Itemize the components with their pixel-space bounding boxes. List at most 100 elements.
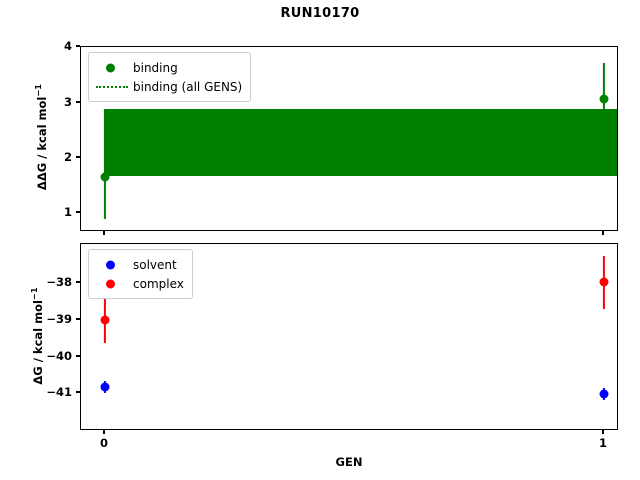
- top-ytick-label-2: 2: [63, 150, 72, 164]
- binding-all-gens-dotted-line: [105, 150, 617, 152]
- page-title: RUN10170: [280, 6, 360, 21]
- bottom-panel-ylabel-exponent: −1: [29, 287, 40, 301]
- binding-all-gens-dotted-line: [105, 164, 617, 167]
- binding-all-gens-dotted-line-icon: [95, 80, 129, 94]
- complex-marker-gen0: [100, 315, 110, 325]
- legend-item-binding[interactable]: binding: [95, 58, 242, 77]
- bottom-ytick-mark-41: [76, 391, 80, 393]
- binding-all-gens-dotted-line: [105, 174, 617, 177]
- legend-label-solvent: solvent: [133, 257, 177, 272]
- binding-all-gens-dotted-line: [105, 153, 617, 156]
- binding-all-gens-dotted-line: [105, 136, 617, 139]
- binding-all-gens-dotted-line: [105, 161, 617, 164]
- top-panel-legend[interactable]: binding binding (all GENS): [88, 52, 252, 102]
- binding-all-gens-dotted-line: [105, 126, 617, 129]
- binding-all-gens-dotted-line: [105, 169, 617, 171]
- solvent-marker-gen0: [100, 382, 110, 392]
- binding-all-gens-dotted-line: [105, 129, 617, 131]
- solvent-dot-icon: [95, 258, 129, 272]
- top-panel-axes: binding binding (all GENS): [80, 46, 618, 231]
- binding-all-gens-dotted-line: [105, 172, 617, 175]
- binding-all-gens-dotted-line: [105, 122, 617, 124]
- top-panel-ylabel: ΔΔG / kcal mol−1: [33, 57, 49, 217]
- binding-all-gens-dotted-line: [105, 144, 617, 147]
- binding-all-gens-dotted-line: [105, 162, 617, 165]
- binding-all-gens-dotted-line: [105, 142, 617, 145]
- binding-all-gens-dotted-line: [105, 151, 617, 154]
- top-ytick-label-3: 3: [63, 95, 72, 109]
- binding-all-gens-dotted-line: [105, 168, 617, 170]
- binding-all-gens-dotted-line: [105, 171, 617, 174]
- bottom-ytick-label-39: −39: [46, 312, 72, 326]
- bottom-xtick-label-0: 0: [99, 436, 109, 450]
- bottom-xtick-label-1: 1: [598, 436, 608, 450]
- legend-item-binding-all-gens[interactable]: binding (all GENS): [95, 77, 242, 96]
- bottom-panel-xlabel: GEN: [335, 455, 363, 469]
- top-xtick-mark-1: [602, 231, 604, 235]
- bottom-ytick-mark-39: [76, 318, 80, 320]
- binding-marker-gen1: [599, 94, 609, 104]
- binding-all-gens-dotted-line: [105, 154, 617, 157]
- complex-dot-icon: [95, 277, 129, 291]
- binding-all-gens-dotted-line: [105, 159, 617, 161]
- binding-all-gens-dotted-line: [105, 148, 617, 150]
- binding-all-gens-dotted-line: [105, 143, 617, 146]
- binding-all-gens-dotted-line: [105, 124, 617, 127]
- binding-all-gens-dotted-line: [105, 127, 617, 130]
- binding-all-gens-dotted-line: [105, 132, 617, 135]
- binding-errorbar-gen0: [103, 109, 107, 219]
- top-ytick-mark-4: [76, 45, 80, 47]
- top-ytick-mark-3: [76, 101, 80, 103]
- complex-marker-gen1: [599, 277, 609, 287]
- binding-all-gens-dotted-line: [105, 167, 617, 169]
- binding-all-gens-dotted-line: [105, 157, 617, 159]
- legend-label-complex: complex: [133, 276, 184, 291]
- binding-all-gens-dotted-line: [105, 117, 617, 120]
- binding-all-gens-dotted-line: [105, 113, 617, 116]
- binding-all-gens-dotted-line: [105, 119, 617, 121]
- binding-all-gens-dotted-line: [105, 123, 617, 126]
- binding-all-gens-dotted-line: [105, 120, 617, 122]
- bottom-xtick-mark-0: [103, 430, 105, 434]
- solvent-marker-gen1: [599, 389, 609, 399]
- binding-all-gens-dotted-line: [105, 170, 617, 172]
- bottom-panel-legend[interactable]: solvent complex: [88, 249, 193, 299]
- binding-all-gens-dotted-line: [105, 134, 617, 137]
- legend-label-binding-all-gens: binding (all GENS): [133, 79, 243, 94]
- bottom-ytick-mark-38: [76, 281, 80, 283]
- binding-all-gens-dotted-line: [105, 140, 617, 142]
- binding-all-gens-dotted-line: [105, 109, 617, 111]
- top-panel-ylabel-base: ΔΔG / kcal mol: [35, 96, 49, 191]
- binding-all-gens-dotted-line: [105, 165, 617, 168]
- binding-all-gens-dotted-line: [105, 111, 617, 113]
- binding-all-gens-dotted-line: [105, 135, 617, 138]
- legend-label-binding: binding: [133, 60, 178, 75]
- legend-item-complex[interactable]: complex: [95, 274, 184, 293]
- legend-item-solvent[interactable]: solvent: [95, 255, 184, 274]
- binding-all-gens-dotted-line: [105, 152, 617, 155]
- binding-all-gens-dotted-line: [105, 121, 617, 123]
- bottom-xtick-mark-1: [602, 430, 604, 434]
- top-ytick-mark-1: [76, 211, 80, 213]
- bottom-ytick-label-41: −41: [46, 385, 72, 399]
- binding-all-gens-dotted-line: [105, 155, 617, 158]
- binding-all-gens-dotted-line: [105, 116, 617, 119]
- top-ytick-mark-2: [76, 156, 80, 158]
- binding-marker-gen0: [100, 172, 110, 182]
- binding-all-gens-dotted-line: [105, 110, 617, 112]
- binding-all-gens-dotted-line: [105, 130, 617, 132]
- binding-all-gens-dotted-line: [105, 133, 617, 136]
- binding-all-gens-dotted-line: [105, 145, 617, 148]
- binding-all-gens-dotted-line: [105, 115, 617, 118]
- top-ytick-label-4: 4: [63, 39, 72, 53]
- binding-all-gens-dotted-line: [105, 158, 617, 160]
- binding-all-gens-dotted-line: [105, 114, 617, 117]
- bottom-ytick-mark-40: [76, 355, 80, 357]
- top-ytick-label-1: 1: [63, 205, 72, 219]
- binding-all-gens-dotted-line: [105, 141, 617, 143]
- binding-all-gens-dotted-line: [105, 138, 617, 140]
- bottom-ytick-label-38: −38: [46, 275, 72, 289]
- binding-all-gens-dotted-line: [105, 163, 617, 166]
- bottom-panel-axes: solvent complex: [80, 243, 618, 430]
